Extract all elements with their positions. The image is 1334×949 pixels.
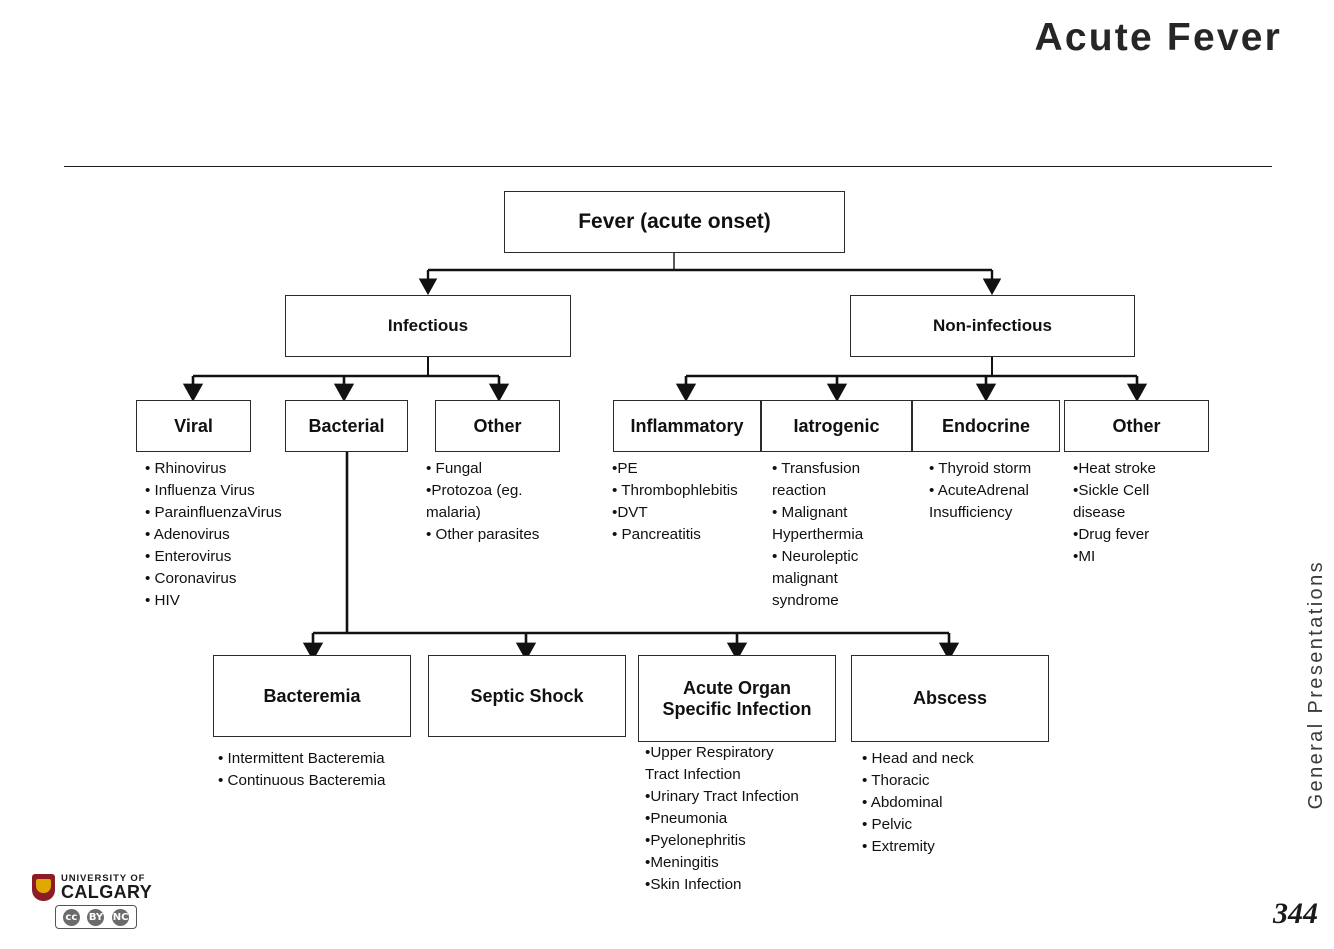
list-item: •Heat stroke (1073, 460, 1156, 477)
list-item: • Extremity (862, 838, 935, 856)
node-inflammatory[interactable]: Inflammatory (613, 400, 761, 452)
wordmark-line-1: UNIVERSITY OF (61, 872, 146, 884)
node-acute-organ-specific-infection[interactable]: Acute Organ Specific Infection (638, 655, 836, 742)
node-label: Viral (174, 415, 213, 436)
list-item: •DVT (612, 504, 648, 522)
creative-commons-badge: cc BY NC (55, 905, 137, 929)
list-item: •Protozoa (eg. malaria) (426, 482, 523, 522)
shield-icon (32, 873, 55, 901)
bullets-abscess: • Head and neck • Thoracic • Abdominal •… (862, 748, 1027, 858)
bullets-viral: • Rhinovirus • Influenza Virus • Parainf… (145, 458, 325, 612)
node-label: Bacterial (308, 415, 385, 436)
page-number: 344 (1273, 897, 1318, 930)
node-label: Septic Shock (470, 685, 584, 706)
cc-by-icon: BY (87, 908, 105, 926)
wordmark-line-2: CALGARY (61, 882, 153, 902)
page-title: Acute Fever (1034, 16, 1282, 59)
node-label: Fever (acute onset) (578, 209, 771, 233)
bullets-bacteremia: • Intermittent Bacteremia • Continuous B… (218, 748, 448, 792)
section-label: General Presentations (1305, 560, 1327, 810)
node-infectious[interactable]: Infectious (285, 295, 571, 357)
node-bacteremia[interactable]: Bacteremia (213, 655, 411, 737)
node-label: Other (473, 415, 522, 436)
node-other-infectious[interactable]: Other (435, 400, 560, 452)
university-of-calgary-logo: UNIVERSITY OF CALGARY (32, 872, 153, 902)
node-abscess[interactable]: Abscess (851, 655, 1049, 742)
list-item: •MI (1073, 548, 1096, 566)
bullets-endocrine: • Thyroid storm • AcuteAdrenal Insuffici… (929, 458, 1054, 524)
list-item: •Upper Respiratory Tract Infection (645, 744, 774, 784)
list-item: •Sickle Cell disease (1073, 482, 1150, 522)
list-item: •PE (612, 460, 638, 477)
list-item: •Drug fever (1073, 526, 1150, 544)
list-item: • Coronavirus (145, 570, 237, 588)
list-item: • Abdominal (862, 794, 943, 812)
node-label: Abscess (912, 688, 988, 709)
list-item: • ParainfluenzaVirus (145, 504, 282, 522)
list-item: • Intermittent Bacteremia (218, 750, 385, 767)
list-item: • Neuroleptic malignant syndrome (772, 548, 859, 610)
node-non-infectious[interactable]: Non-infectious (850, 295, 1135, 357)
list-item: • Fungal (426, 460, 482, 477)
list-item: • Enterovirus (145, 548, 232, 566)
node-label: Inflammatory (630, 415, 744, 436)
list-item: •Skin Infection (645, 876, 742, 894)
node-fever-acute-onset[interactable]: Fever (acute onset) (504, 191, 845, 253)
list-item: • Thoracic (862, 772, 930, 790)
cc-nc-icon: NC (112, 908, 130, 926)
node-label: Non-infectious (933, 316, 1052, 336)
bullets-acute-organ: •Upper Respiratory Tract Infection •Urin… (645, 742, 805, 896)
list-item: •Pyelonephritis (645, 832, 746, 850)
node-iatrogenic[interactable]: Iatrogenic (761, 400, 912, 452)
node-other-non-infectious[interactable]: Other (1064, 400, 1209, 452)
node-label: Bacteremia (263, 685, 361, 706)
bullets-inflammatory: •PE • Thrombophlebitis •DVT • Pancreatit… (612, 458, 764, 546)
node-label: Other (1112, 415, 1161, 436)
bullets-other-infectious: • Fungal •Protozoa (eg. malaria) • Other… (426, 458, 568, 546)
node-endocrine[interactable]: Endocrine (912, 400, 1060, 452)
bullets-other-non-infectious: •Heat stroke •Sickle Cell disease •Drug … (1073, 458, 1185, 568)
list-item: •Urinary Tract Infection (645, 788, 799, 806)
list-item: • Malignant Hyperthermia (772, 504, 864, 544)
list-item: • AcuteAdrenal Insufficiency (929, 482, 1029, 522)
list-item: • Influenza Virus (145, 482, 255, 500)
list-item: • Thyroid storm (929, 460, 1032, 477)
list-item: • Adenovirus (145, 526, 230, 544)
list-item: • Continuous Bacteremia (218, 772, 386, 790)
list-item: • Rhinovirus (145, 460, 227, 477)
list-item: • Transfusion reaction (772, 460, 861, 500)
node-label: Iatrogenic (793, 415, 880, 436)
node-label: Acute Organ Specific Infection (662, 677, 812, 719)
cc-icon: cc (62, 908, 80, 926)
list-item: • Pancreatitis (612, 526, 701, 544)
list-item: •Meningitis (645, 854, 719, 872)
list-item: • HIV (145, 592, 180, 610)
node-viral[interactable]: Viral (136, 400, 251, 452)
university-wordmark: UNIVERSITY OF CALGARY (61, 872, 153, 902)
list-item: • Other parasites (426, 526, 540, 544)
node-label: Infectious (387, 316, 469, 336)
node-septic-shock[interactable]: Septic Shock (428, 655, 626, 737)
title-divider (64, 166, 1272, 167)
list-item: • Thrombophlebitis (612, 482, 738, 500)
list-item: • Pelvic (862, 816, 913, 834)
node-label: Endocrine (941, 415, 1030, 436)
list-item: • Head and neck (862, 750, 974, 767)
node-bacterial[interactable]: Bacterial (285, 400, 408, 452)
list-item: •Pneumonia (645, 810, 728, 828)
bullets-iatrogenic: • Transfusion reaction • Malignant Hyper… (772, 458, 892, 612)
